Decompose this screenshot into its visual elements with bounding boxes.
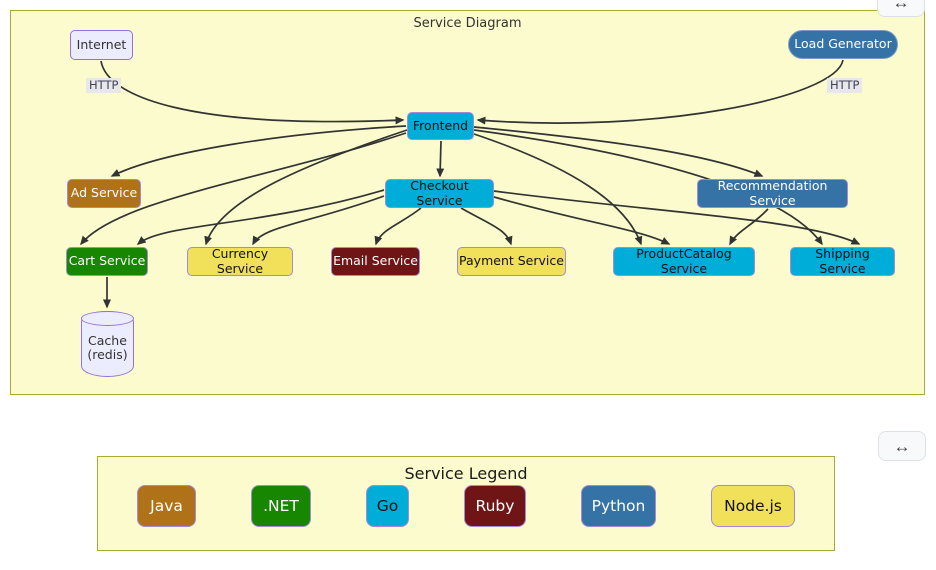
node-label: Frontend	[412, 117, 469, 133]
legend-item-net: .NET	[251, 485, 311, 527]
node-label: ProductCatalog Service	[636, 246, 732, 276]
expand-diagram-button[interactable]: ↔	[877, 0, 925, 17]
node-label: Checkout Service	[410, 178, 469, 208]
node-label: Internet	[76, 36, 127, 52]
node-cart-service: Cart Service	[66, 247, 148, 276]
node-email-service: Email Service	[331, 247, 420, 276]
node-frontend: Frontend	[407, 112, 474, 140]
legend-item-ruby: Ruby	[464, 485, 526, 527]
edge-label-http: HTTP	[86, 78, 122, 93]
cylinder-top-ellipse	[81, 311, 134, 326]
node-load-generator: Load Generator	[788, 30, 898, 59]
node-cache-redis: Cache(redis)	[81, 311, 134, 377]
legend-item-go: Go	[366, 485, 409, 527]
node-label: Currency Service	[211, 246, 269, 276]
service-legend-panel: Service Legend Java .NET Go Ruby Python Node.…	[97, 456, 835, 551]
legend-item-label: .NET	[263, 497, 299, 515]
node-ad-service: Ad Service	[67, 179, 141, 208]
node-label: Load Generator	[794, 36, 892, 52]
node-label: Shipping Service	[815, 246, 870, 276]
legend-item-nodejs: Node.js	[711, 485, 795, 527]
expand-legend-button[interactable]: ↔	[878, 431, 926, 461]
diagram-title: Service Diagram	[413, 16, 522, 31]
legend-item-label: Node.js	[724, 497, 782, 515]
node-label: Payment Service	[459, 253, 564, 269]
legend-item-java: Java	[137, 485, 196, 527]
node-internet: Internet	[70, 30, 133, 60]
node-currency-service: Currency Service	[187, 246, 293, 276]
legend-item-label: Ruby	[475, 497, 515, 515]
legend-items-row: Java .NET Go Ruby Python Node.js	[98, 485, 834, 527]
node-label: Cart Service	[68, 253, 146, 269]
legend-item-python: Python	[581, 485, 656, 527]
legend-item-label: Python	[591, 497, 646, 515]
node-label-line: (redis)	[87, 347, 128, 362]
node-label-line: Cache	[88, 332, 127, 348]
legend-item-label: Java	[150, 497, 183, 515]
horizontal-resize-icon: ↔	[893, 436, 911, 456]
legend-item-label: Go	[376, 497, 399, 515]
node-checkout-service: Checkout Service	[385, 178, 494, 208]
node-label: Ad Service	[70, 185, 138, 201]
node-recommendation-service: Recommendation Service	[697, 178, 848, 208]
horizontal-resize-icon: ↔	[892, 0, 910, 12]
node-shipping-service: Shipping Service	[790, 246, 895, 276]
node-label: Recommendation Service	[717, 178, 828, 208]
node-label: Email Service	[333, 253, 418, 269]
edge-label-http: HTTP	[827, 78, 863, 93]
legend-title: Service Legend	[404, 464, 528, 483]
node-productcatalog-service: ProductCatalog Service	[613, 246, 755, 276]
node-label: Cache(redis)	[87, 326, 127, 363]
node-payment-service: Payment Service	[457, 247, 566, 276]
